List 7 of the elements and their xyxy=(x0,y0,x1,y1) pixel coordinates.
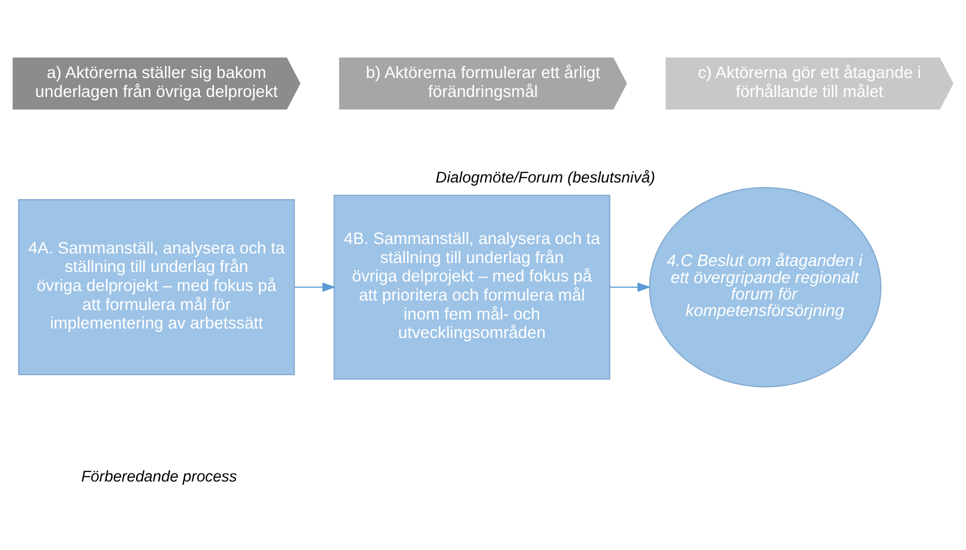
node-box: 4A. Sammanställ, analysera och ta ställning till underlag från övriga delprojekt – med fokus på att formulera mål för implementering av arbetssätt xyxy=(18,199,295,376)
node-label: Dialogmöte/Forum (beslutsnivå) xyxy=(436,169,656,186)
arrow xyxy=(294,282,336,292)
arrow xyxy=(610,282,651,292)
label: Förberedande process xyxy=(81,468,238,486)
node-box: 4B. Sammanställ, analysera och ta ställning till underlag från övriga delprojekt – med fokus på att prioritera och formulera mål inom fem mål- och utvecklingsområden xyxy=(334,194,610,380)
node-ellipse: 4.C Beslut om åtaganden i ett övergripande regionalt forum för kompetensförsörjning xyxy=(648,187,882,388)
